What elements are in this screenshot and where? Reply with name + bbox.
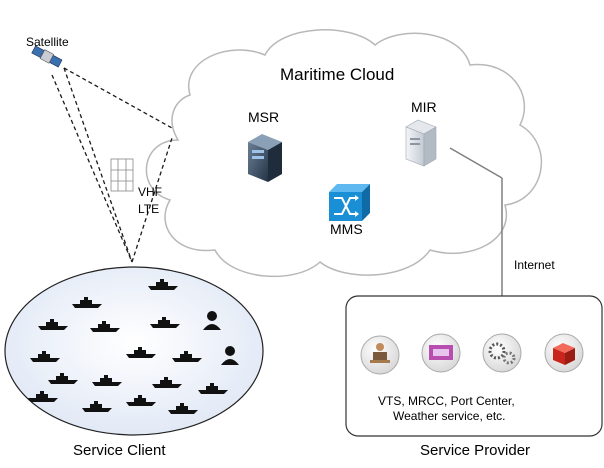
mir-label: MIR xyxy=(411,99,437,115)
mms-label: MMS xyxy=(330,221,363,237)
ship-icon xyxy=(38,319,68,330)
wireless-links xyxy=(51,67,173,263)
ship-icon xyxy=(168,403,198,414)
satellite-label: Satellite xyxy=(26,35,69,49)
lte-label: LTE xyxy=(138,202,160,216)
ship-icon xyxy=(72,297,102,308)
cloud-title: Maritime Cloud xyxy=(280,65,395,84)
ship-icon xyxy=(126,395,156,406)
ship-icon xyxy=(92,375,122,386)
ship-icon xyxy=(30,351,60,362)
msr-label: MSR xyxy=(248,109,280,125)
service-client-label: Service Client xyxy=(73,442,166,459)
ship-screen-icon xyxy=(421,333,461,373)
satellite-icon xyxy=(31,45,63,68)
service-provider-box xyxy=(345,295,603,437)
ships-group xyxy=(28,279,228,414)
antenna-icon xyxy=(110,158,134,192)
mir-server-icon xyxy=(405,119,437,167)
ship-icon xyxy=(82,401,112,412)
maritime-cloud xyxy=(145,29,543,278)
ship-icon xyxy=(90,321,120,332)
services-line-2: Weather service, etc. xyxy=(393,409,506,423)
person-icon xyxy=(203,311,221,330)
vhf-label: VHF xyxy=(138,185,162,199)
person-icon xyxy=(221,346,239,365)
ship-icon xyxy=(28,391,58,402)
internet-label: Internet xyxy=(514,258,555,272)
service-provider-label: Service Provider xyxy=(420,442,531,459)
ship-icon xyxy=(152,377,182,388)
ship-icon xyxy=(172,351,202,362)
internet-link xyxy=(449,147,503,179)
ship-icon xyxy=(148,279,178,290)
gears-icon xyxy=(482,333,522,373)
ship-icon xyxy=(150,317,180,328)
msr-server-icon xyxy=(248,134,282,182)
ship-icon xyxy=(48,373,78,384)
services-line-1: VTS, MRCC, Port Center, xyxy=(378,394,515,408)
ship-icon xyxy=(198,383,228,394)
red-cube-icon xyxy=(544,333,584,373)
person-desk-icon xyxy=(360,335,400,375)
mms-switch-icon xyxy=(329,184,370,221)
ship-icon xyxy=(126,347,156,358)
